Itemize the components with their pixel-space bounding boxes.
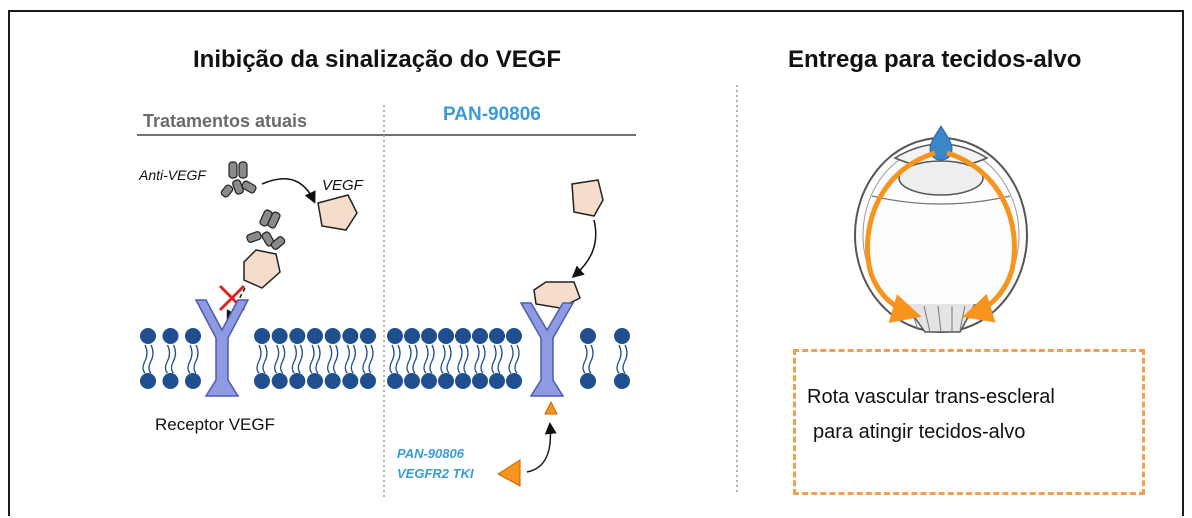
lipid-tail (491, 344, 503, 374)
lipid-tail (440, 344, 452, 374)
receptor-icon (194, 299, 250, 397)
lipid-head (289, 328, 306, 344)
tki-arrow (526, 422, 557, 473)
lipid-head (254, 373, 270, 389)
lipid-tail (256, 344, 268, 374)
lipid-tail (327, 344, 339, 374)
lipid-tail (616, 344, 628, 374)
label-tki-name: PAN-90806 (397, 446, 464, 461)
lipid-head (254, 328, 270, 344)
lipid-tail (344, 344, 356, 374)
lipid-head (614, 373, 630, 389)
tki-triangle-icon (544, 400, 558, 415)
cell-membrane (140, 328, 630, 389)
lipid-head (140, 328, 156, 344)
lipid-head (360, 328, 376, 344)
lipid-head (506, 328, 522, 344)
lipid-head (455, 373, 471, 389)
vegf-ligand-icon (243, 249, 281, 289)
route-text-line2: para atingir tecidos-alvo (813, 421, 1026, 443)
lipid-tail (457, 344, 469, 374)
lipid-head (489, 328, 505, 344)
lipid-tail (406, 344, 418, 374)
label-receptor-vegf: Receptor VEGF (155, 415, 275, 434)
lipid-head (342, 373, 359, 389)
lipid-head (307, 373, 323, 389)
lipid-head (324, 328, 341, 344)
label-anti-vegf: Anti-VEGF (139, 167, 206, 183)
lipid-head (271, 373, 288, 389)
lipid-tail (423, 344, 435, 374)
route-text-line1: Rota vascular trans-escleral (807, 386, 1055, 408)
binding-arrow (261, 178, 316, 204)
vegf-ligand-icon (533, 281, 581, 309)
lipid-tail (291, 344, 303, 374)
lipid-head (307, 328, 323, 344)
antibody-icon (246, 209, 286, 250)
title-delivery: Entrega para tecidos-alvo (788, 46, 1082, 73)
lipid-tail (389, 344, 401, 374)
label-tki-target: VEGFR2 TKI (397, 466, 474, 481)
lipid-head (472, 328, 488, 344)
vegf-ligand-icon (571, 179, 604, 217)
label-vegf: VEGF (322, 177, 363, 194)
lipid-head (614, 328, 630, 344)
lipid-head (185, 373, 201, 389)
lipid-head (360, 373, 376, 389)
title-inhibition: Inibição da sinalização do VEGF (193, 46, 562, 73)
lipid-head (438, 373, 454, 389)
binding-arrow (571, 219, 597, 278)
vegf-ligand-icon (317, 194, 358, 231)
lipid-tail (164, 344, 177, 374)
antibody-icon (220, 161, 257, 198)
lipid-head (455, 328, 471, 344)
delivery-arrow-right (946, 150, 1017, 323)
lipid-head (271, 328, 288, 344)
lipid-head (438, 328, 454, 344)
lipid-head (421, 328, 437, 344)
lipid-head (421, 373, 437, 389)
receptor-icon (519, 302, 575, 397)
lipid-head (185, 328, 201, 344)
lipid-head (580, 328, 596, 344)
lipid-head (387, 373, 403, 389)
droplet-icon (929, 125, 953, 161)
lipid-tail (309, 344, 321, 374)
lipid-tail (142, 344, 154, 374)
lipid-tail (474, 344, 486, 374)
lipid-head (324, 373, 341, 389)
lipid-head (162, 373, 179, 389)
lipid-head (289, 373, 306, 389)
lipid-head (580, 373, 596, 389)
delivery-arrow-left (865, 150, 936, 323)
column-current-treatments: Tratamentos atuais (143, 111, 308, 131)
column-pan-90806: PAN-90806 (443, 104, 541, 125)
lipid-head (489, 373, 505, 389)
lipid-head (140, 373, 156, 389)
lipid-head (387, 328, 403, 344)
eye-icon (854, 125, 1028, 333)
figure-frame (8, 10, 1184, 516)
lipid-head (472, 373, 488, 389)
lipid-tail (508, 344, 520, 374)
lipid-tail (274, 344, 286, 374)
lipid-head (342, 328, 359, 344)
route-callout-box (793, 349, 1145, 495)
tki-triangle-icon (497, 459, 521, 487)
lipid-tail (582, 344, 594, 374)
lipid-head (404, 328, 420, 344)
lipid-tail (362, 344, 374, 374)
lipid-tail (187, 344, 199, 374)
lipid-head (404, 373, 420, 389)
lipid-head (162, 328, 179, 344)
lipid-head (506, 373, 522, 389)
